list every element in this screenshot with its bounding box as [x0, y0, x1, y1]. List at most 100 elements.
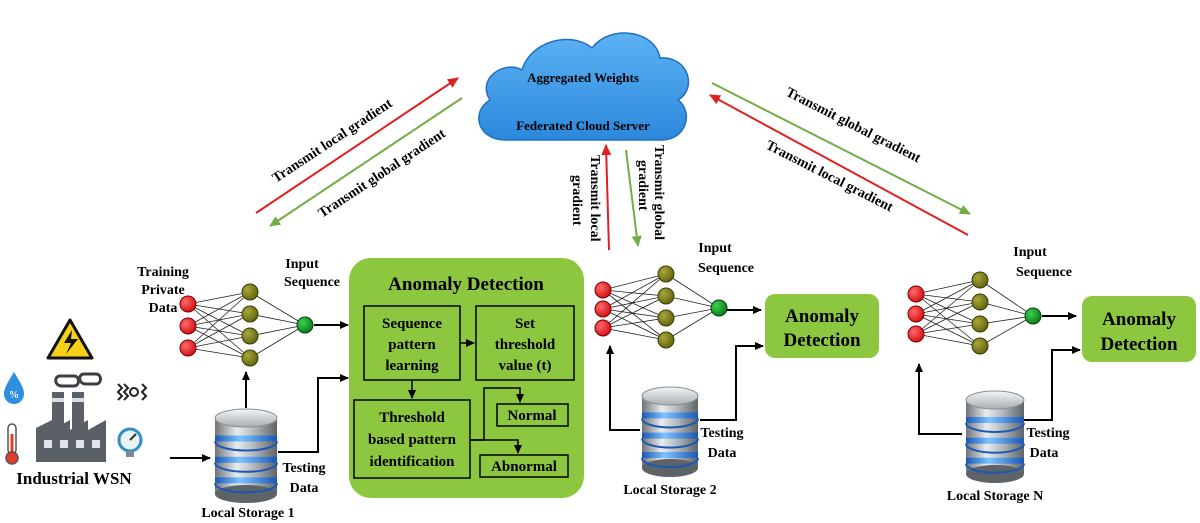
- testing-data-label-2: Data: [290, 481, 319, 496]
- local-storage-n-label: Local Storage N: [947, 489, 1043, 504]
- hidden-neuron: [657, 265, 675, 283]
- set-threshold-text-1: Set: [515, 316, 535, 332]
- hidden-neuron: [971, 271, 989, 289]
- abnormal-box: [479, 454, 569, 478]
- threshold-identification-box: [353, 399, 471, 479]
- local-storage-2-label: Local Storage 2: [623, 483, 716, 498]
- threshold-to-abnormal-arrow: [470, 439, 522, 454]
- node-1: Training Private Data Input Sequence Loc…: [137, 257, 349, 521]
- mid-local-gradient-arrow: [601, 144, 612, 251]
- output-neuron: [296, 316, 314, 334]
- sequence-pattern-text-1: Sequence: [382, 316, 442, 332]
- vibration-icon: [116, 383, 148, 401]
- storage-2-to-network-arrow: [606, 345, 640, 431]
- testing-data-1-arrow: [278, 374, 349, 453]
- svg-text:%: %: [9, 390, 19, 401]
- anomaly-detection-2-text-2: Detection: [783, 330, 860, 351]
- testing-data-2-arrow: [700, 342, 764, 421]
- testing-data-n-label-1: Testing: [1026, 426, 1069, 441]
- set-threshold-text-2: threshold: [495, 337, 556, 353]
- local-storage-1-label: Local Storage 1: [201, 506, 294, 521]
- anomaly-detection-n-text-1: Anomaly: [1102, 309, 1176, 330]
- testing-data-label-1: Testing: [282, 461, 325, 476]
- input-neuron: [594, 281, 612, 299]
- right-global-gradient-arrow: [711, 82, 971, 215]
- hidden-neuron: [241, 283, 259, 301]
- input-neuron: [594, 319, 612, 337]
- output-neuron: [710, 299, 728, 317]
- hidden-neuron: [241, 327, 259, 345]
- cloud-title: Aggregated Weights: [527, 70, 639, 85]
- hidden-neuron: [241, 349, 259, 367]
- input-neuron: [179, 317, 197, 335]
- input-neuron: [907, 325, 925, 343]
- local-storage-n-icon: [965, 390, 1025, 483]
- thermometer-icon: [5, 423, 19, 465]
- local-storage-1-icon: [214, 408, 278, 503]
- warning-icon: [46, 318, 94, 360]
- hidden-neuron: [657, 331, 675, 349]
- neural-network-n: [907, 271, 1042, 355]
- threshold-identification-text-1: Threshold: [379, 410, 445, 426]
- input-sequence-2-label-2: Sequence: [698, 261, 754, 276]
- left-global-gradient-arrow: [269, 97, 463, 227]
- input-sequence-label-2: Sequence: [284, 275, 340, 290]
- left-local-gradient-arrow: [255, 77, 459, 214]
- set-threshold-text-3: value (t): [499, 358, 552, 374]
- input-sequence-label-1: Input: [285, 257, 319, 272]
- federated-cloud-server: Aggregated Weights Federated Cloud Serve…: [478, 32, 690, 141]
- water-drop-icon: %: [4, 372, 24, 404]
- industrial-wsn-source: %: [4, 318, 148, 488]
- hidden-neuron: [657, 287, 675, 305]
- hidden-neuron: [657, 309, 675, 327]
- panel-title: Anomaly Detection: [388, 274, 544, 295]
- anomaly-detection-n-text-2: Detection: [1100, 334, 1177, 355]
- input-neuron: [179, 295, 197, 313]
- output-neuron: [1024, 307, 1042, 325]
- factory-icon: [36, 372, 106, 462]
- input-sequence-2-label-1: Input: [698, 241, 732, 256]
- cloud-subtitle: Federated Cloud Server: [516, 118, 650, 133]
- input-sequence-n-label-1: Input: [1013, 245, 1047, 260]
- testing-data-n-label-2: Data: [1030, 446, 1059, 461]
- testing-data-2-label-1: Testing: [700, 426, 743, 441]
- sequence-pattern-text-3: learning: [385, 358, 439, 374]
- node-n: Input Sequence Anomaly Detection Local S…: [907, 245, 1196, 504]
- training-label-2: Private: [141, 283, 185, 298]
- testing-data-2-label-2: Data: [708, 446, 737, 461]
- set-threshold-box: [475, 305, 575, 381]
- training-label-3: Data: [149, 301, 178, 316]
- testing-data-n-arrow: [1024, 346, 1081, 421]
- normal-label: Normal: [507, 408, 556, 424]
- sequence-pattern-text-2: pattern: [388, 337, 436, 353]
- right-local-gradient-label: Transmit local gradient: [763, 138, 895, 215]
- neural-network-2: [594, 265, 728, 349]
- hidden-neuron: [971, 337, 989, 355]
- hidden-neuron: [241, 305, 259, 323]
- threshold-identification-text-3: identification: [370, 454, 456, 470]
- input-neuron: [907, 285, 925, 303]
- storage-n-to-network-arrow: [915, 363, 962, 435]
- threshold-identification-text-2: based pattern: [368, 432, 457, 448]
- gauge-icon: [117, 427, 143, 457]
- anomaly-detection-panel: Anomaly Detection Sequence pattern learn…: [349, 258, 584, 498]
- training-label-1: Training: [137, 265, 189, 280]
- input-neuron: [179, 339, 197, 357]
- right-local-gradient-arrow: [709, 94, 969, 236]
- abnormal-label: Abnormal: [491, 459, 557, 475]
- mid-global-gradient-label-2: gradient: [635, 160, 650, 211]
- anomaly-detection-box-n: Anomaly Detection: [1082, 296, 1196, 362]
- node-2: Input Sequence Anomaly Detection Local S…: [594, 241, 879, 498]
- industrial-wsn-label: Industrial WSN: [16, 469, 132, 488]
- mid-local-gradient-label-1: Transmit local: [587, 155, 602, 242]
- mid-global-gradient-arrow: [625, 149, 642, 247]
- normal-box: [496, 403, 569, 427]
- local-storage-2-icon: [641, 386, 699, 477]
- neural-network-1: [179, 283, 314, 367]
- hidden-neuron: [971, 293, 989, 311]
- mid-local-gradient-label-2: gradient: [569, 175, 584, 226]
- anomaly-detection-box-2: Anomaly Detection: [765, 294, 879, 358]
- hidden-neuron: [971, 315, 989, 333]
- input-sequence-n-label-2: Sequence: [1016, 265, 1072, 280]
